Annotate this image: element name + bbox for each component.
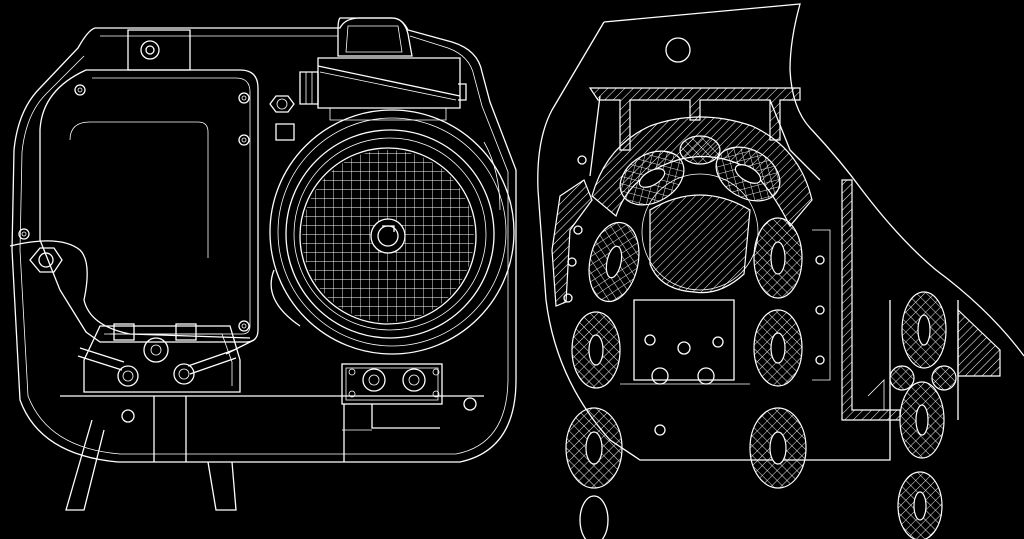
chain-link	[571, 311, 621, 389]
chain-link	[715, 146, 781, 202]
chain-link	[579, 495, 609, 539]
section-boss-hole	[665, 37, 691, 63]
chain-link	[679, 135, 721, 165]
motor-terminal-box	[299, 17, 467, 121]
chain-link	[753, 217, 803, 299]
side-view	[9, 17, 517, 511]
drain-plug	[269, 95, 295, 141]
section-housing-outline	[603, 3, 1024, 357]
lower-hole-right	[463, 397, 477, 411]
chain-link	[753, 309, 803, 387]
motor-fan-grille	[269, 109, 515, 355]
side-holes	[563, 155, 831, 381]
chain-link	[749, 407, 807, 489]
chain-links	[565, 135, 807, 539]
section-view	[537, 3, 1024, 539]
inner-plate	[620, 299, 750, 436]
chain-link	[565, 407, 623, 489]
chain-link	[588, 221, 640, 303]
housing-inner-outline	[19, 35, 509, 455]
hex-bolt	[29, 247, 63, 273]
mounting-plate	[341, 363, 443, 431]
base-frame	[60, 395, 484, 462]
chain-outlet	[867, 291, 959, 539]
lower-hole-left	[121, 409, 135, 423]
chain-link	[619, 150, 685, 206]
load-sheave	[591, 116, 813, 294]
cable-glands	[77, 323, 255, 393]
gear-cover	[9, 69, 259, 343]
base-feet	[65, 419, 237, 511]
